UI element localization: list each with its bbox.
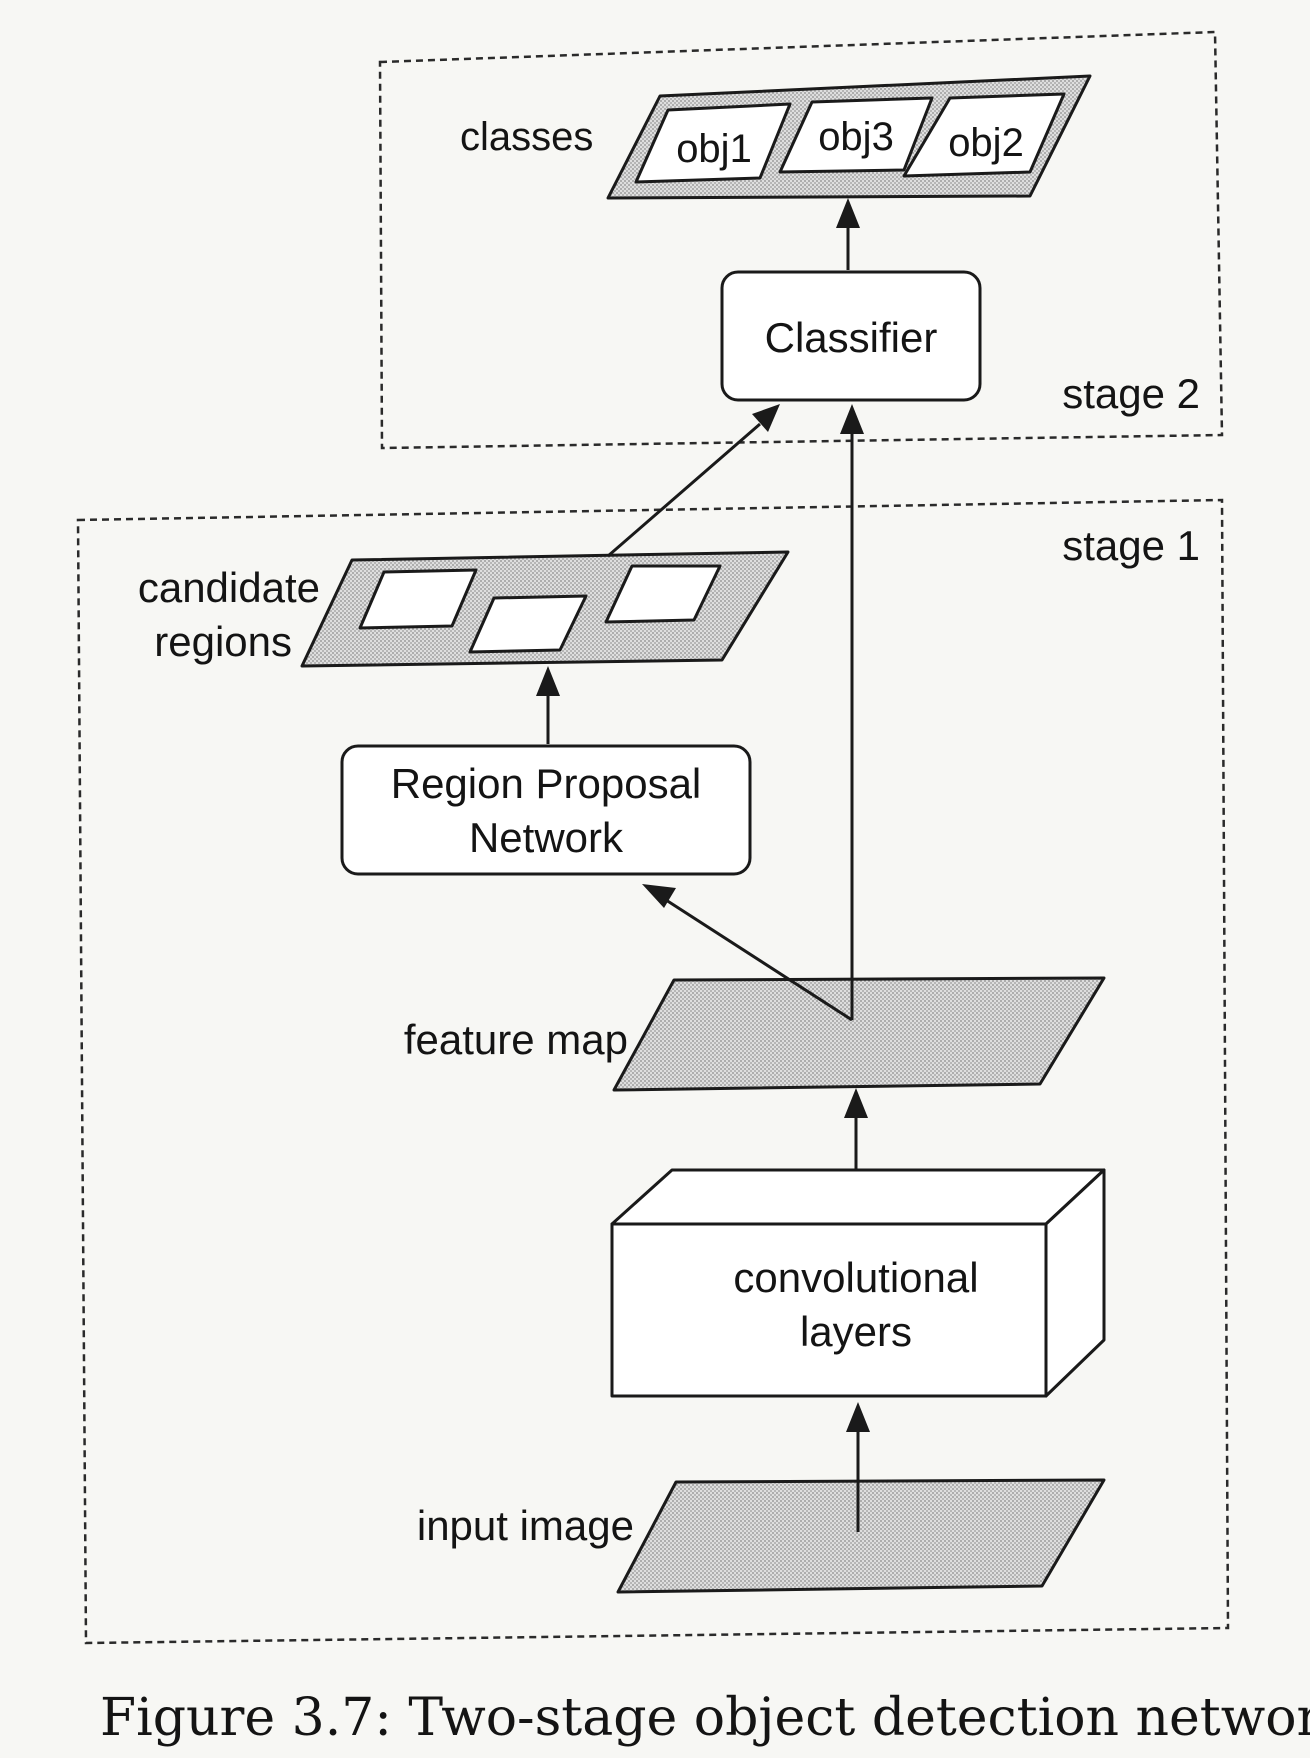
- obj1-slot: [634, 102, 792, 184]
- arrowhead-classifier-bottom: [840, 404, 864, 434]
- input-image-plane: [616, 1478, 1106, 1594]
- arrow-feature-to-rpn: [665, 898, 853, 1022]
- conv-label-line2: layers: [800, 1308, 912, 1355]
- conv-label-line1: convolutional: [733, 1254, 978, 1301]
- feature-map-label: feature map: [404, 1016, 628, 1063]
- classes-label: classes: [460, 115, 593, 159]
- candidate-label-line2: regions: [154, 618, 292, 665]
- obj2-label: obj2: [948, 121, 1024, 165]
- rpn-label-line2: Network: [469, 814, 624, 861]
- obj2-slot: [902, 92, 1066, 178]
- stage-2-box: [378, 30, 1224, 450]
- region-box-2: [468, 594, 588, 654]
- arrowhead-regions: [536, 666, 560, 696]
- arrow-regions-to-classifier: [607, 422, 761, 558]
- classifier-node: [720, 270, 982, 402]
- candidate-label-line1: candidate: [138, 564, 320, 611]
- region-box-3: [604, 564, 722, 624]
- classes-output: obj1 obj3 obj2: [606, 74, 1092, 200]
- input-image-label: input image: [417, 1502, 634, 1549]
- arrowhead-conv: [846, 1402, 870, 1432]
- feature-map-plane: [612, 976, 1106, 1092]
- candidate-regions: [300, 550, 790, 668]
- region-box-1: [358, 568, 478, 630]
- figure-caption: Figure 3.7: Two-stage object detection n…: [100, 1688, 1310, 1748]
- rpn-node: [340, 744, 752, 876]
- arrowhead-classifier-left: [752, 404, 780, 432]
- conv-front-face: [610, 1222, 1048, 1398]
- arrowhead-rpn: [642, 884, 676, 908]
- obj3-slot: [778, 96, 934, 174]
- arrowhead-feature: [844, 1088, 868, 1118]
- arrowhead-classes: [836, 198, 860, 228]
- stage-1-box: [76, 498, 1230, 1645]
- conv-layers-block: [610, 1168, 1106, 1398]
- rpn-label-line1: Region Proposal: [391, 760, 702, 807]
- stage-2-label: stage 2: [1062, 370, 1200, 417]
- conv-top-face: [610, 1168, 1106, 1226]
- obj3-label: obj3: [818, 115, 894, 159]
- obj1-label: obj1: [676, 127, 752, 171]
- stage-1-label: stage 1: [1062, 522, 1200, 569]
- classifier-label: Classifier: [765, 314, 938, 361]
